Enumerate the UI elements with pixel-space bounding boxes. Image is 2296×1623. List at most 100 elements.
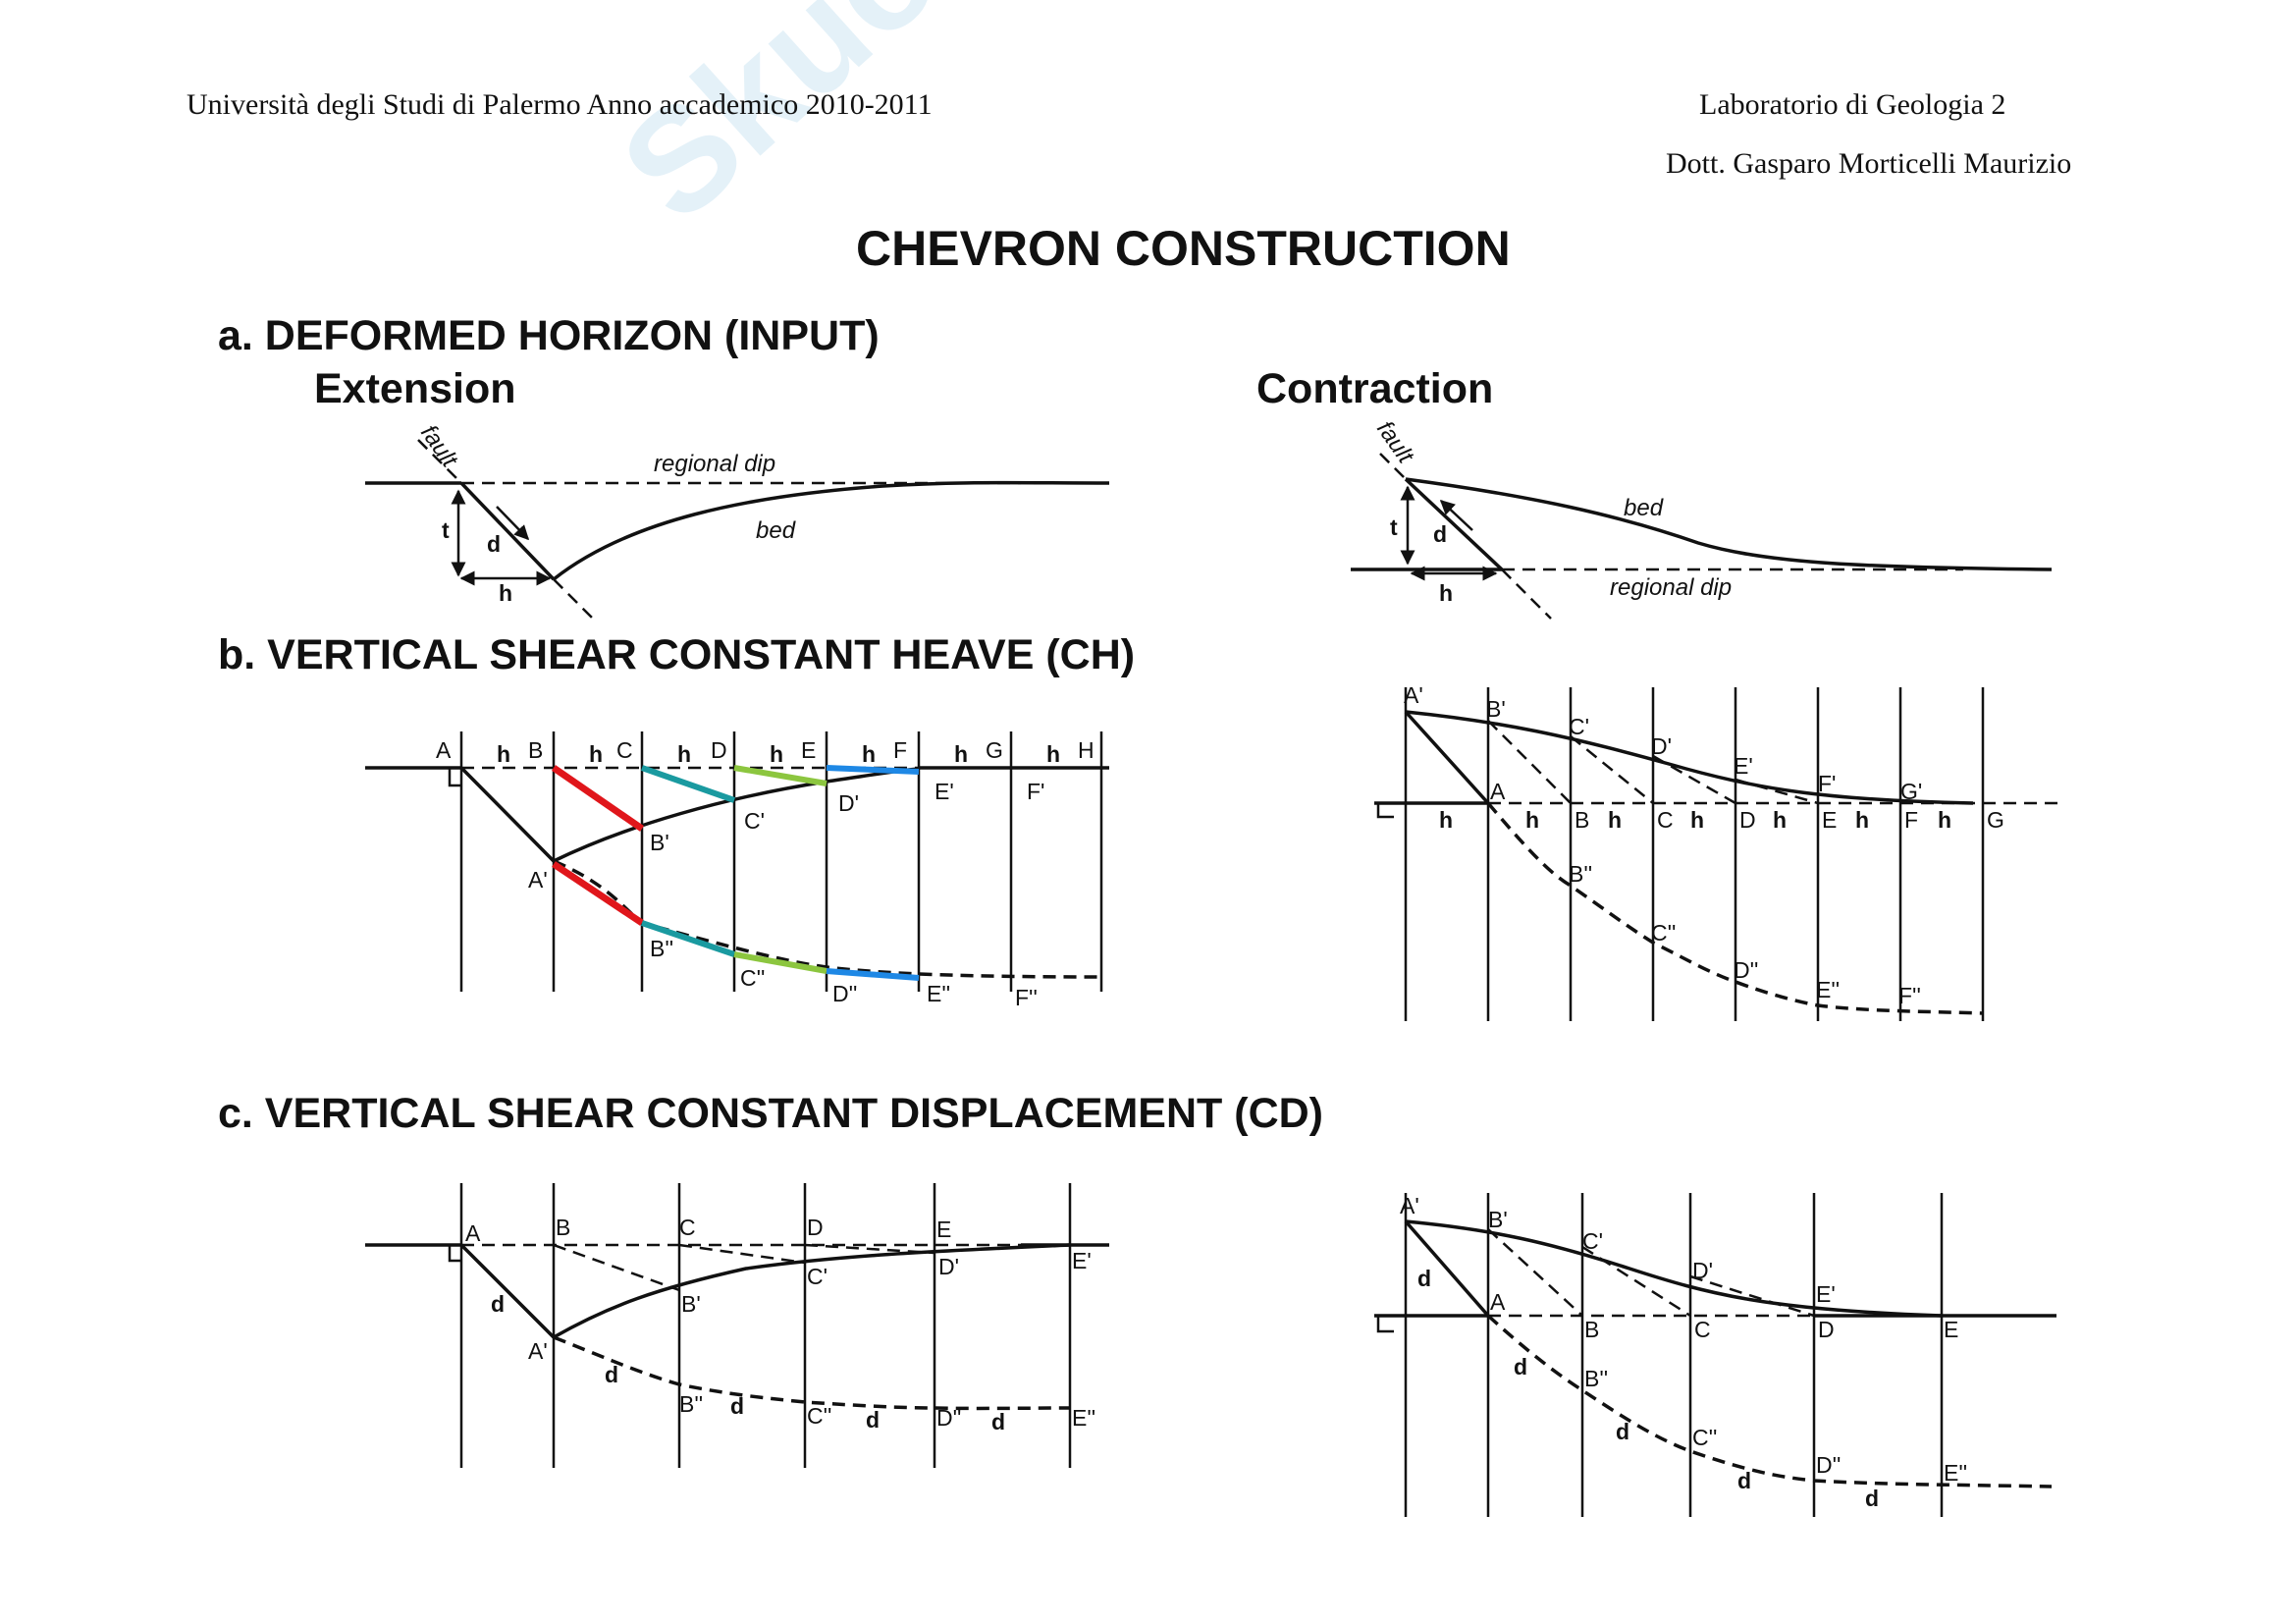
ch-right-label-B-dprime: B'' <box>1569 861 1592 887</box>
ext-slip-arrow <box>496 506 530 541</box>
cd-extension-diagram: A B C D E A' B' C' D' E' B'' C'' D'' E''… <box>365 1183 1109 1468</box>
cd-left-d: d <box>991 1409 1005 1434</box>
ch-right-label-D: D <box>1739 807 1756 833</box>
ext-fault-dashed-top <box>417 439 462 484</box>
ch-left-label-D-prime: D' <box>838 790 859 816</box>
cd-right-label-B: B <box>1584 1317 1599 1342</box>
ch-left-label-F-dprime: F'' <box>1015 985 1038 1010</box>
ext-regional-label: regional dip <box>654 451 775 477</box>
cd-left-label-D-dprime: D'' <box>936 1405 961 1431</box>
cd-left-label-C: C <box>679 1215 696 1240</box>
cd-right-label-C: C <box>1694 1317 1711 1342</box>
cd-left-d: d <box>605 1362 618 1387</box>
cd-right-label-B-prime: B' <box>1488 1207 1508 1232</box>
ch-left-label-F-prime: F' <box>1027 779 1044 804</box>
ext-fault-dashed <box>553 578 598 623</box>
ch-extension-diagram: A B C D E F G H h h h h h h h A' B' C' D… <box>365 731 1109 1010</box>
cd-left-label-C-prime: C' <box>807 1264 828 1289</box>
ch-left-label-B-prime: B' <box>650 830 669 855</box>
ch-left-h: h <box>770 741 783 767</box>
cd-right-label-B-dprime: B'' <box>1584 1366 1608 1391</box>
cd-right-label-A: A <box>1490 1289 1506 1315</box>
cd-right-d: d <box>1616 1419 1629 1444</box>
cd-right-label-A-prime: A' <box>1400 1193 1419 1218</box>
ch-right-label-E-dprime: E'' <box>1816 977 1840 1002</box>
con-fault-label: fault <box>1371 416 1419 469</box>
ch-contraction-diagram: A' B' C' D' E' F' G' A B C D E F G h h h… <box>1374 682 2061 1021</box>
ch-left-h: h <box>862 741 876 767</box>
extension-title: Extension <box>314 365 516 412</box>
ch-left-label-E-dprime: E'' <box>927 981 950 1006</box>
ch-right-h: h <box>1608 807 1622 833</box>
ext-bed-label: bed <box>756 517 796 544</box>
cd-contraction-diagram: A' B' C' D' E' A B C D E B'' C'' D'' E''… <box>1374 1193 2056 1517</box>
ch-left-label-H: H <box>1078 737 1095 763</box>
header-author: Dott. Gasparo Morticelli Maurizio <box>1666 147 2072 180</box>
ch-left-h: h <box>1046 741 1060 767</box>
cd-right-label-D: D <box>1818 1317 1835 1342</box>
ch-right-label-F-prime: F' <box>1818 771 1836 796</box>
cd-left-label-E-dprime: E'' <box>1072 1405 1095 1431</box>
ch-left-label-B: B <box>528 737 543 763</box>
ch-left-label-E-prime: E' <box>934 779 954 804</box>
header-course: Laboratorio di Geologia 2 <box>1699 88 2006 121</box>
ch-left-h: h <box>677 741 691 767</box>
section-c-heading: c. VERTICAL SHEAR CONSTANT DISPLACEMENT … <box>218 1090 1323 1137</box>
cd-left-label-A-prime: A' <box>528 1338 548 1364</box>
ch-left-h: h <box>589 741 603 767</box>
cd-right-d: d <box>1737 1468 1751 1493</box>
cd-left-label-D: D <box>807 1215 824 1240</box>
cd-right-d: d <box>1417 1266 1431 1291</box>
cd-right-label-E-dprime: E'' <box>1944 1460 1967 1486</box>
ch-left-label-A: A <box>436 737 452 763</box>
cd-left-label-A: A <box>465 1220 481 1246</box>
cd-right-label-E: E <box>1944 1317 1958 1342</box>
ch-left-label-D: D <box>711 737 727 763</box>
ch-left-label-C: C <box>616 737 633 763</box>
ch-left-label-F: F <box>893 737 907 763</box>
ch-right-h: h <box>1773 807 1787 833</box>
cd-left-label-C-dprime: C'' <box>807 1403 831 1429</box>
con-h-label: h <box>1439 580 1453 606</box>
cd-left-label-E-prime: E' <box>1072 1248 1092 1273</box>
cd-right-d: d <box>1514 1354 1527 1380</box>
ch-right-label-A-prime: A' <box>1404 682 1423 708</box>
ch-right-h: h <box>1855 807 1869 833</box>
ext-t-label: t <box>442 517 450 543</box>
ch-right-h: h <box>1525 807 1539 833</box>
cd-right-label-D-dprime: D'' <box>1816 1452 1841 1478</box>
con-bed-curve <box>1405 477 2053 571</box>
ch-right-h: h <box>1690 807 1704 833</box>
section-b-heading: b. VERTICAL SHEAR CONSTANT HEAVE (CH) <box>218 631 1136 678</box>
con-regional-label: regional dip <box>1610 574 1732 601</box>
ch-left-label-C-prime: C' <box>744 808 765 834</box>
con-slip-arrow <box>1439 499 1473 531</box>
ch-left-h: h <box>497 741 510 767</box>
ext-fault-solid <box>459 481 556 581</box>
page-title: CHEVRON CONSTRUCTION <box>856 221 1511 276</box>
ext-fault-label: fault <box>415 420 463 473</box>
cd-left-d: d <box>730 1393 744 1419</box>
ch-left-label-C-dprime: C'' <box>740 965 765 991</box>
header-university: Università degli Studi di Palermo Anno a… <box>187 88 933 121</box>
ch-right-label-A: A <box>1490 779 1506 804</box>
cd-right-label-D-prime: D' <box>1692 1258 1713 1283</box>
ch-right-label-F: F <box>1904 807 1918 833</box>
extension-input-diagram: fault regional dip bed t d h <box>365 420 1110 623</box>
ch-right-h: h <box>1439 807 1453 833</box>
contraction-title: Contraction <box>1256 365 1494 412</box>
contraction-input-diagram: fault bed regional dip t d h <box>1351 416 2053 620</box>
section-a-heading: a. DEFORMED HORIZON (INPUT) <box>218 312 880 359</box>
cd-left-label-B-dprime: B'' <box>679 1391 703 1417</box>
cd-left-label-B: B <box>556 1215 570 1240</box>
ch-left-label-B-dprime: B'' <box>650 936 673 961</box>
ch-right-label-E: E <box>1822 807 1837 833</box>
ch-right-label-F-dprime: F'' <box>1898 983 1921 1008</box>
ext-h-label: h <box>499 580 512 606</box>
ch-left-label-E: E <box>801 737 816 763</box>
ch-right-label-D-prime: D' <box>1651 733 1672 759</box>
ext-d-label: d <box>487 531 501 557</box>
cd-left-d: d <box>866 1407 880 1433</box>
ch-right-label-E-prime: E' <box>1734 753 1753 779</box>
